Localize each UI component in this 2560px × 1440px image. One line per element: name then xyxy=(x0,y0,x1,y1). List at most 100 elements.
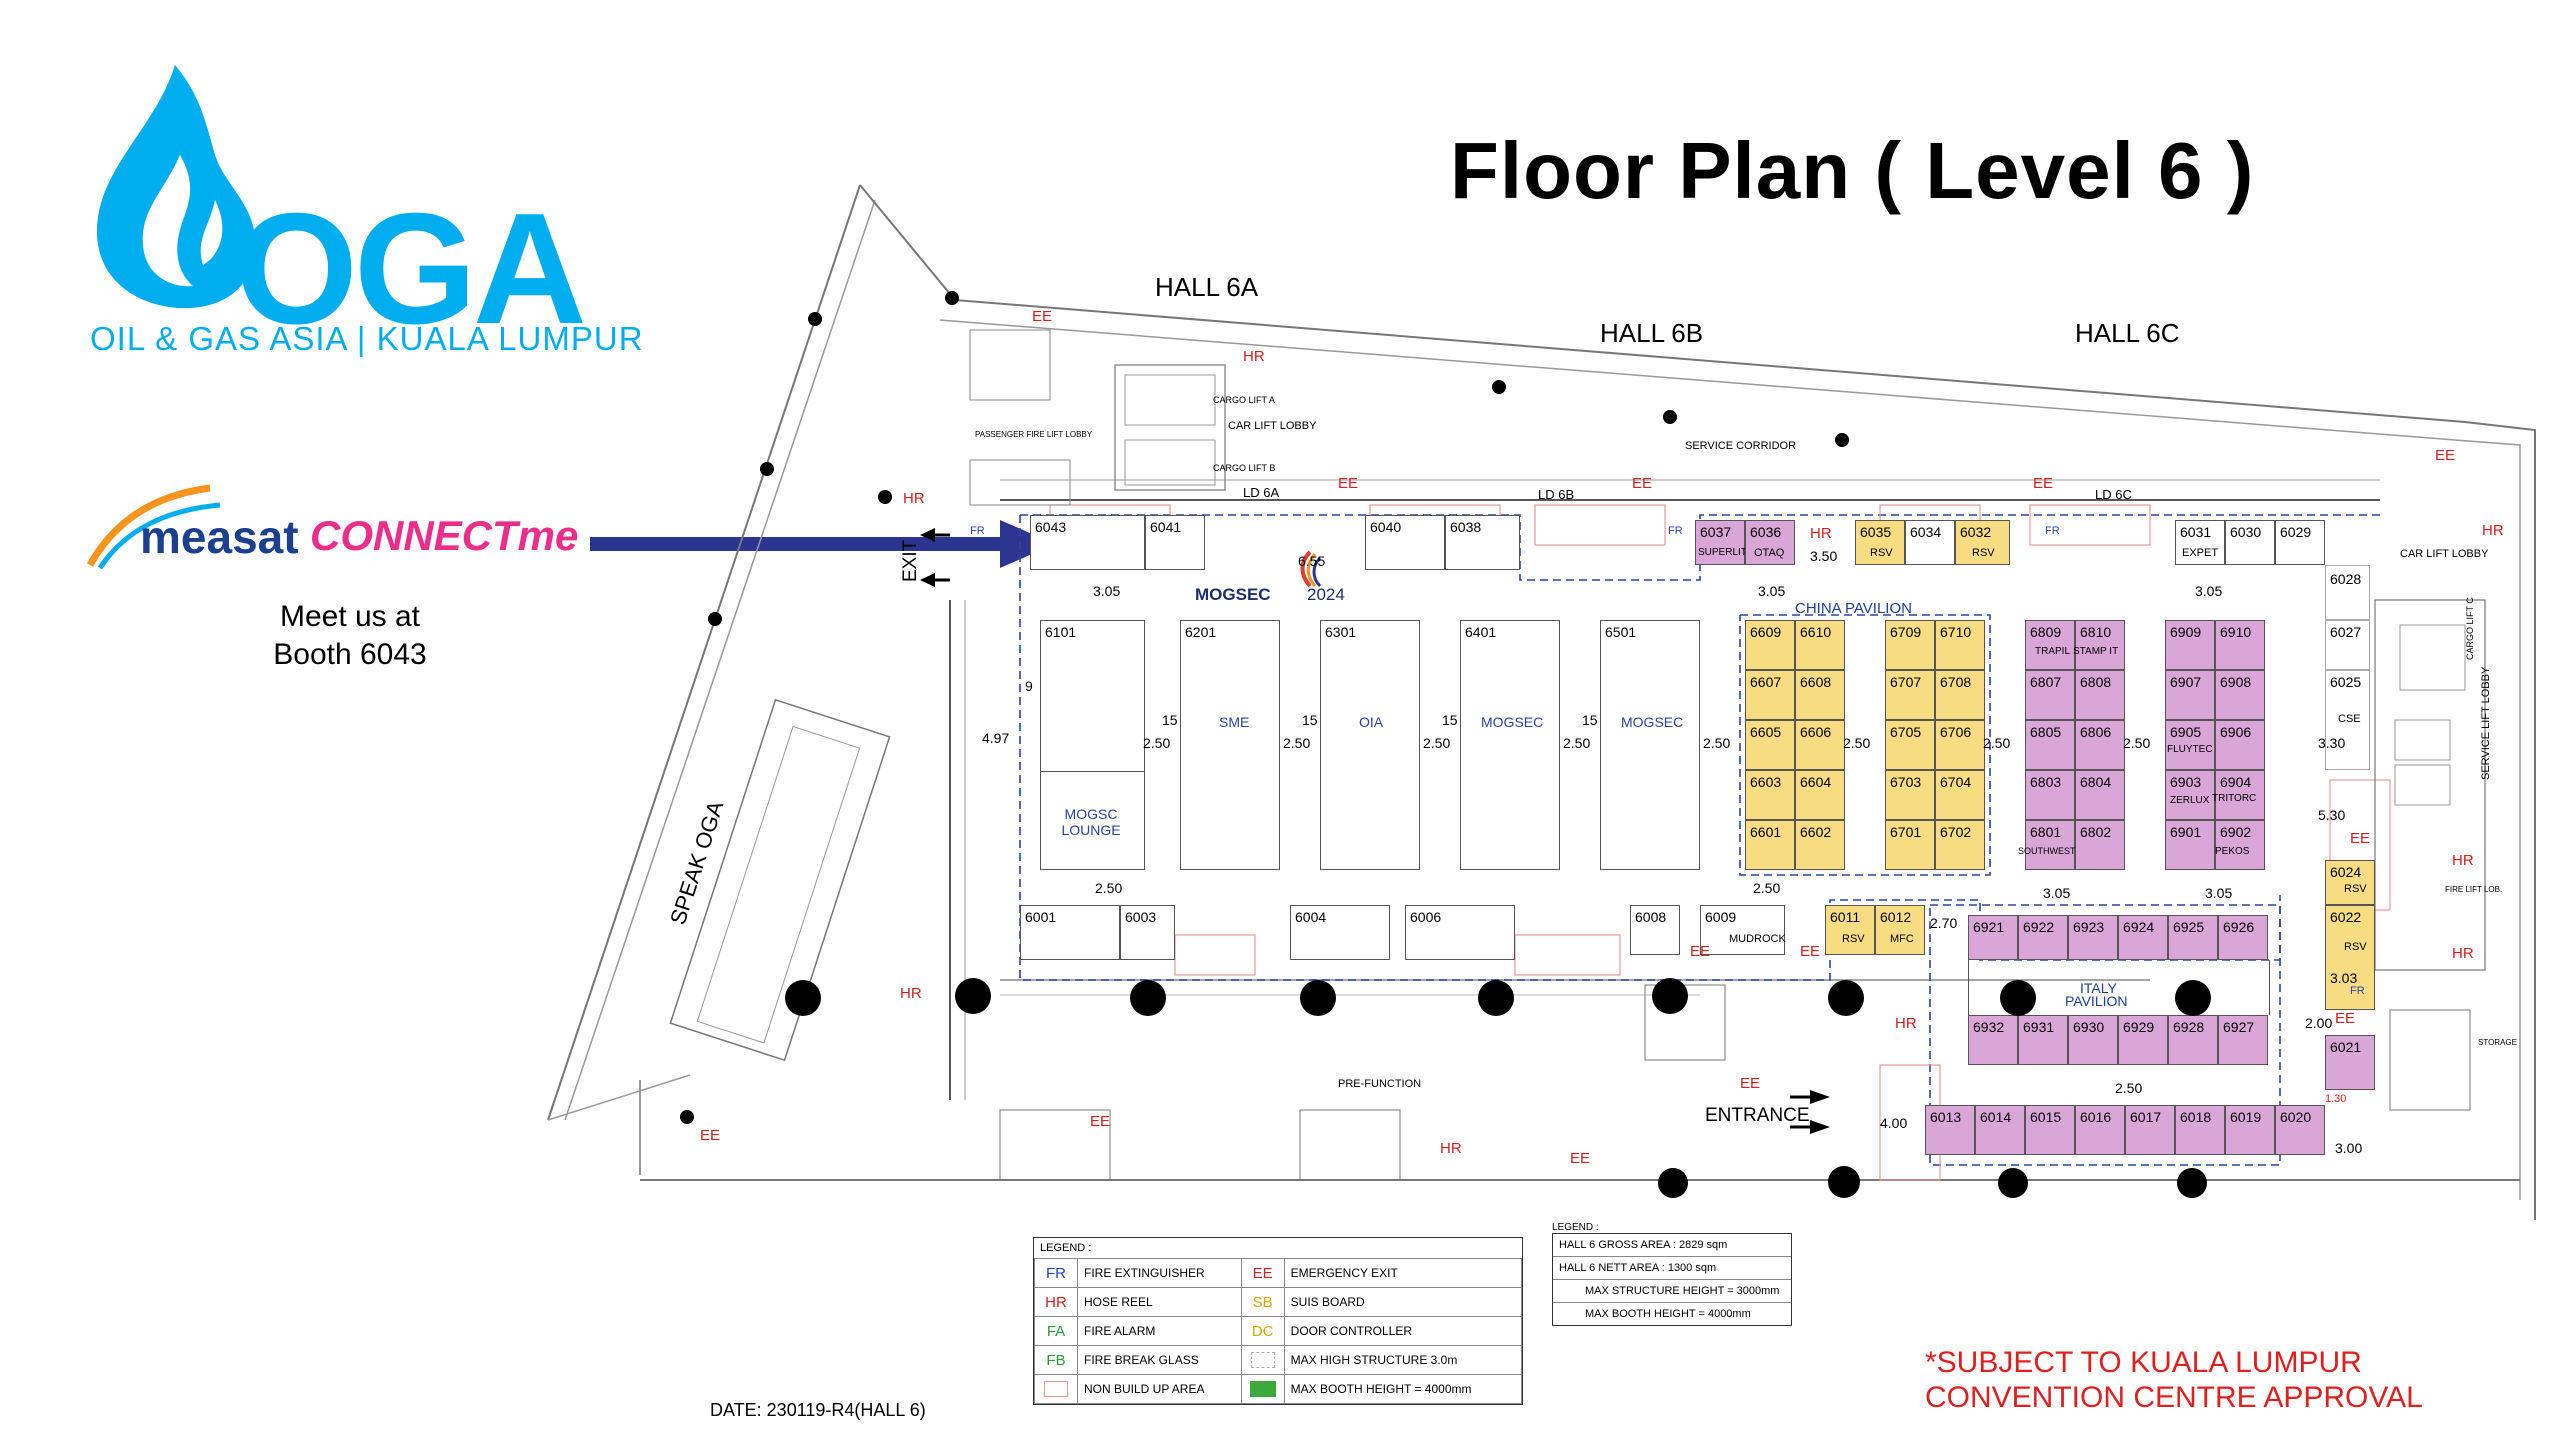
booth-6921[interactable]: 6921 xyxy=(1968,915,2018,960)
booth-6201[interactable]: 6201 SME xyxy=(1180,620,1280,870)
dim-2-50-h: 2.50 xyxy=(2123,735,2151,751)
booth-6043[interactable]: 6043 xyxy=(1030,515,1145,570)
booth-6902[interactable]: 6902 xyxy=(2215,820,2265,870)
booth-6101[interactable]: 6101 MOGSC LOUNGE xyxy=(1040,620,1145,870)
booth-code: 6803 xyxy=(2030,774,2062,790)
booth-6708[interactable]: 6708 xyxy=(1935,670,1985,720)
booth-6001[interactable]: 6001 xyxy=(1020,905,1120,960)
booth-6015[interactable]: 6015 xyxy=(2025,1105,2075,1155)
booth-6013[interactable]: 6013 xyxy=(1925,1105,1975,1155)
booth-6301[interactable]: 6301 OIA xyxy=(1320,620,1420,870)
booth-6931[interactable]: 6931 xyxy=(2018,1015,2068,1065)
booth-6926[interactable]: 6926 xyxy=(2218,915,2268,960)
booth-6021[interactable]: 6021 xyxy=(2325,1035,2375,1090)
booth-6925[interactable]: 6925 xyxy=(2168,915,2218,960)
booth-6932[interactable]: 6932 xyxy=(1968,1015,2018,1065)
booth-6707[interactable]: 6707 xyxy=(1885,670,1935,720)
booth-exhibitor: RSV xyxy=(2344,941,2367,953)
legend-label: HOSE REEL xyxy=(1077,1287,1242,1317)
booth-6704[interactable]: 6704 xyxy=(1935,770,1985,820)
booth-6808[interactable]: 6808 xyxy=(2075,670,2125,720)
booth-6006[interactable]: 6006 xyxy=(1405,905,1515,960)
booth-6806[interactable]: 6806 xyxy=(2075,720,2125,770)
booth-6929[interactable]: 6929 xyxy=(2118,1015,2168,1065)
booth-6401[interactable]: 6401 MOGSEC xyxy=(1460,620,1560,870)
booth-6603[interactable]: 6603 xyxy=(1745,770,1795,820)
booth-6501[interactable]: 6501 MOGSEC xyxy=(1600,620,1700,870)
booth-6807[interactable]: 6807 xyxy=(2025,670,2075,720)
booth-6034[interactable]: 6034 xyxy=(1905,520,1955,565)
booth-6702[interactable]: 6702 xyxy=(1935,820,1985,870)
booth-6003[interactable]: 6003 xyxy=(1120,905,1175,960)
booth-6004[interactable]: 6004 xyxy=(1290,905,1390,960)
booth-6038[interactable]: 6038 xyxy=(1445,515,1520,570)
booth-6706[interactable]: 6706 xyxy=(1935,720,1985,770)
booth-6810[interactable]: 6810 xyxy=(2075,620,2125,670)
booth-6710[interactable]: 6710 xyxy=(1935,620,1985,670)
booth-6018[interactable]: 6018 xyxy=(2175,1105,2225,1155)
booth-6008[interactable]: 6008 xyxy=(1630,905,1680,955)
booth-6804[interactable]: 6804 xyxy=(2075,770,2125,820)
booth-6801[interactable]: 6801 xyxy=(2025,820,2075,870)
booth-6020[interactable]: 6020 xyxy=(2275,1105,2325,1155)
booth-6610[interactable]: 6610 xyxy=(1795,620,1845,670)
booth-6709[interactable]: 6709 xyxy=(1885,620,1935,670)
booth-6601[interactable]: 6601 xyxy=(1745,820,1795,870)
hr-marker-8: HR xyxy=(900,985,922,1002)
booth-6027[interactable]: 6027 xyxy=(2325,620,2370,670)
booth-6041[interactable]: 6041 xyxy=(1145,515,1205,570)
booth-6927[interactable]: 6927 xyxy=(2218,1015,2268,1065)
booth-6604[interactable]: 6604 xyxy=(1795,770,1845,820)
booth-6701[interactable]: 6701 xyxy=(1885,820,1935,870)
booth-code: 6807 xyxy=(2030,674,2062,690)
booth-6809[interactable]: 6809 xyxy=(2025,620,2075,670)
booth-6903[interactable]: 6903 xyxy=(2165,770,2215,820)
booth-6014[interactable]: 6014 xyxy=(1975,1105,2025,1155)
booth-6909[interactable]: 6909 xyxy=(2165,620,2215,670)
booth-6901[interactable]: 6901 xyxy=(2165,820,2215,870)
booth-6904[interactable]: 6904 xyxy=(2215,770,2265,820)
booth-6605[interactable]: 6605 xyxy=(1745,720,1795,770)
booth-6607[interactable]: 6607 xyxy=(1745,670,1795,720)
booth-6703[interactable]: 6703 xyxy=(1885,770,1935,820)
booth-6602[interactable]: 6602 xyxy=(1795,820,1845,870)
booth-6030[interactable]: 6030 xyxy=(2225,520,2275,565)
booth-6028[interactable]: 6028 xyxy=(2325,565,2370,620)
booth-6924[interactable]: 6924 xyxy=(2118,915,2168,960)
booth-6802[interactable]: 6802 xyxy=(2075,820,2125,870)
booth-6019[interactable]: 6019 xyxy=(2225,1105,2275,1155)
booth-6609[interactable]: 6609 xyxy=(1745,620,1795,670)
booth-exhibitor: RSV xyxy=(1972,547,1995,559)
booth-6923[interactable]: 6923 xyxy=(2068,915,2118,960)
booth-6016[interactable]: 6016 xyxy=(2075,1105,2125,1155)
booth-6805[interactable]: 6805 xyxy=(2025,720,2075,770)
booth-6922[interactable]: 6922 xyxy=(2018,915,2068,960)
booth-6906[interactable]: 6906 xyxy=(2215,720,2265,770)
booth-6608[interactable]: 6608 xyxy=(1795,670,1845,720)
pillar-11 xyxy=(1828,1166,1860,1198)
booth-6905[interactable]: 6905 xyxy=(2165,720,2215,770)
booth-6928[interactable]: 6928 xyxy=(2168,1015,2218,1065)
booth-6908[interactable]: 6908 xyxy=(2215,670,2265,720)
booth-code: 6006 xyxy=(1410,909,1442,925)
booth-6017[interactable]: 6017 xyxy=(2125,1105,2175,1155)
booth-6907[interactable]: 6907 xyxy=(2165,670,2215,720)
booth-6029[interactable]: 6029 xyxy=(2275,520,2325,565)
booth-6705[interactable]: 6705 xyxy=(1885,720,1935,770)
booth-6930[interactable]: 6930 xyxy=(2068,1015,2118,1065)
booth-6606[interactable]: 6606 xyxy=(1795,720,1845,770)
booth-6040[interactable]: 6040 xyxy=(1365,515,1445,570)
booth-6910[interactable]: 6910 xyxy=(2215,620,2265,670)
booth-6803[interactable]: 6803 xyxy=(2025,770,2075,820)
